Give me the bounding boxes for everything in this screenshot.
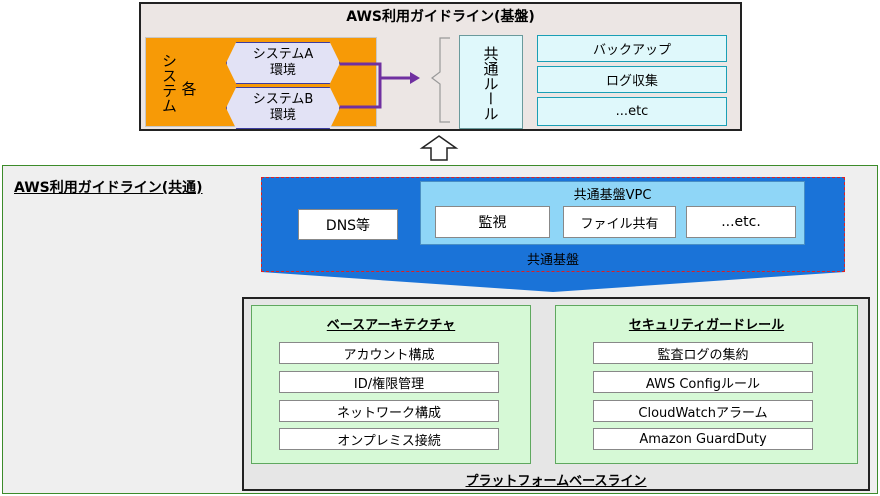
guideline-infra-title: AWS利用ガイドライン(基盤)	[346, 9, 535, 25]
base-arch-item-iam: ID/権限管理	[279, 371, 499, 393]
system-a-environment: システムA 環境	[226, 42, 340, 84]
common-vpc-title: 共通基盤VPC	[573, 188, 652, 203]
security-item-audit-log: 監査ログの集約	[593, 342, 813, 364]
purple-connector-line-b	[340, 76, 410, 109]
system-b-label: システムB 環境	[252, 92, 314, 123]
common-rule-label: 共通ルール	[481, 45, 500, 121]
guideline-common-title: AWS利用ガイドライン(共通)	[14, 180, 203, 196]
purple-connector-line	[340, 62, 382, 78]
security-item-config: AWS Configルール	[593, 371, 813, 393]
security-item-cloudwatch: CloudWatchアラーム	[593, 400, 813, 422]
rule-item-etc: ...etc	[537, 97, 727, 126]
up-arrow-icon	[419, 135, 459, 161]
bracket-icon	[431, 37, 450, 123]
base-architecture-title: ベースアーキテクチャ	[326, 318, 456, 333]
vpc-item-monitoring: 監視	[435, 206, 550, 238]
dns-box: DNS等	[298, 209, 398, 240]
kaku-label: 各	[181, 79, 197, 98]
common-rule-box	[459, 35, 523, 129]
vpc-item-etc: ...etc.	[686, 206, 796, 238]
system-vertical-label: システム	[160, 53, 178, 113]
purple-arrow-head	[410, 72, 420, 84]
common-infra-label: 共通基盤	[526, 253, 579, 268]
system-a-label: システムA 環境	[252, 47, 314, 78]
rule-item-log-collection: ログ収集	[537, 66, 727, 93]
rule-item-backup: バックアップ	[537, 35, 727, 62]
base-arch-item-onprem: オンプレミス接続	[279, 428, 499, 450]
platform-baseline-label: プラットフォームベースライン	[465, 474, 647, 489]
vpc-item-file-share: ファイル共有	[563, 206, 676, 238]
security-item-guardduty: Amazon GuardDuty	[593, 428, 813, 450]
base-arch-item-account: アカウント構成	[279, 342, 499, 364]
system-b-environment: システムB 環境	[226, 87, 340, 129]
security-guardrail-title: セキュリティガードレール	[628, 318, 785, 333]
base-arch-item-network: ネットワーク構成	[279, 400, 499, 422]
